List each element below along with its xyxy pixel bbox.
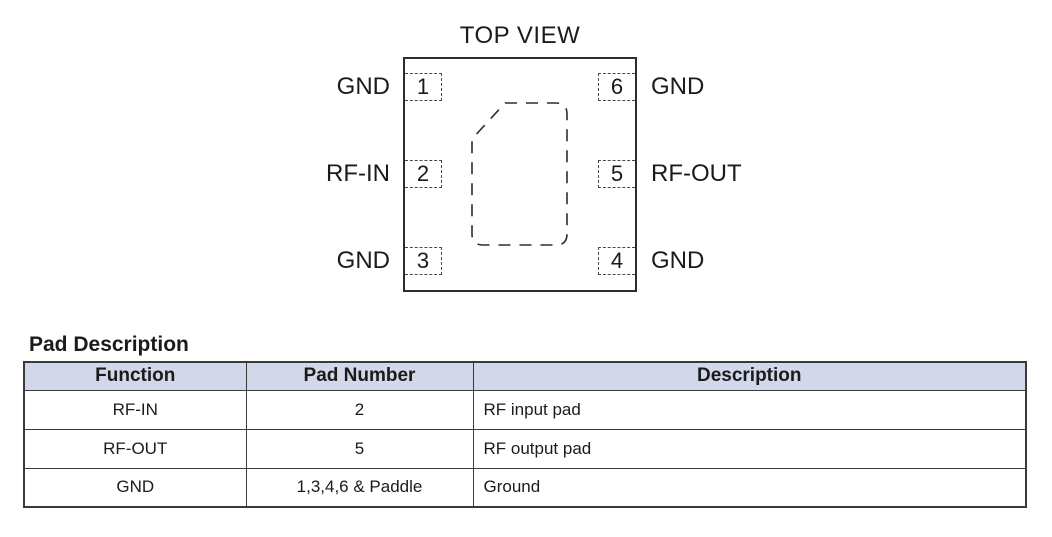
pad-2-number: 2 xyxy=(416,161,430,186)
pad-6-number: 6 xyxy=(610,74,624,99)
cell-pad-number: 1,3,4,6 & Paddle xyxy=(245,467,474,508)
pad-description-table: Function Pad Number Description RF-IN 2 … xyxy=(23,361,1027,508)
diagram-title: TOP VIEW xyxy=(459,22,581,49)
pad-6: 6 xyxy=(598,73,635,101)
pad-2: 2 xyxy=(405,160,442,188)
pad-5: 5 xyxy=(598,160,635,188)
cell-function: RF-OUT xyxy=(23,428,247,469)
pin-1-label: GND xyxy=(336,73,390,100)
column-header-description: Description xyxy=(472,361,1027,391)
pin-5-label: RF-OUT xyxy=(651,160,742,187)
table-row-gnd: GND 1,3,4,6 & Paddle Ground xyxy=(23,467,1027,508)
cell-function: GND xyxy=(23,467,247,508)
pin-4-label: GND xyxy=(651,247,705,274)
pad-1-number: 1 xyxy=(416,74,430,99)
pad-4: 4 xyxy=(598,247,635,275)
exposed-paddle-outline xyxy=(471,102,568,246)
pad-3-number: 3 xyxy=(416,248,430,273)
pin-3-label: GND xyxy=(336,247,390,274)
table-row-rf-out: RF-OUT 5 RF output pad xyxy=(23,428,1027,469)
table-row-rf-in: RF-IN 2 RF input pad xyxy=(23,389,1027,430)
pad-1: 1 xyxy=(405,73,442,101)
pad-description-heading: Pad Description xyxy=(29,333,189,356)
table-header-row: Function Pad Number Description xyxy=(23,361,1027,391)
pin-6-label: GND xyxy=(651,73,705,100)
pad-5-number: 5 xyxy=(610,161,624,186)
column-header-function: Function xyxy=(23,361,247,391)
pad-3: 3 xyxy=(405,247,442,275)
pad-4-number: 4 xyxy=(610,248,624,273)
cell-description: RF input pad xyxy=(472,389,1027,430)
cell-pad-number: 5 xyxy=(245,428,474,469)
cell-function: RF-IN xyxy=(23,389,247,430)
cell-description: RF output pad xyxy=(472,428,1027,469)
cell-description: Ground xyxy=(472,467,1027,508)
cell-pad-number: 2 xyxy=(245,389,474,430)
column-header-pad-number: Pad Number xyxy=(245,361,474,391)
pin-2-label: RF-IN xyxy=(326,160,390,187)
